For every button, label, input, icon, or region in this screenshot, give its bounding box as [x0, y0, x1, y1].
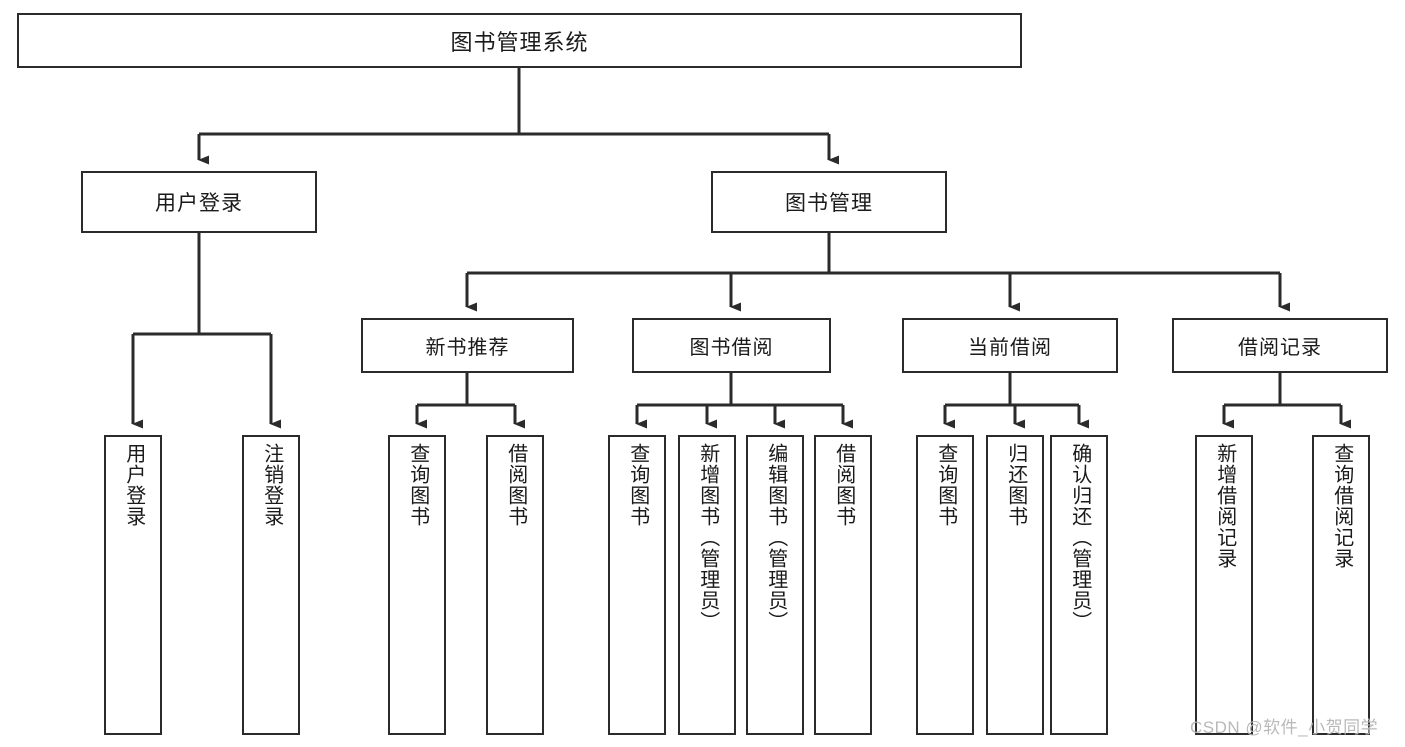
node-current-borrow[interactable]: 当前借阅 — [902, 318, 1118, 373]
node-leaf-query-book-1-label: 查询图书 — [406, 443, 429, 527]
node-root[interactable]: 图书管理系统 — [17, 13, 1022, 68]
node-leaf-user-login[interactable]: 用户登录 — [104, 435, 162, 735]
node-leaf-query-borrow-record-label: 查询借阅记录 — [1330, 443, 1353, 569]
node-leaf-user-login-label: 用户登录 — [122, 443, 145, 527]
node-book-borrow[interactable]: 图书借阅 — [632, 318, 831, 373]
node-user-login-label: 用户登录 — [155, 192, 243, 215]
node-leaf-add-book-admin-label: 新增图书（管理员） — [696, 443, 719, 632]
node-current-borrow-label: 当前借阅 — [968, 337, 1052, 359]
node-book-management-label: 图书管理 — [785, 192, 873, 215]
node-user-login[interactable]: 用户登录 — [81, 171, 317, 233]
node-leaf-borrow-book-2-label: 借阅图书 — [832, 443, 855, 527]
node-leaf-return-book[interactable]: 归还图书 — [986, 435, 1044, 735]
node-leaf-confirm-return-admin-label: 确认归还（管理员） — [1068, 443, 1091, 632]
node-leaf-logout-login[interactable]: 注销登录 — [242, 435, 300, 735]
node-leaf-query-book-3[interactable]: 查询图书 — [916, 435, 974, 735]
node-leaf-add-borrow-record[interactable]: 新增借阅记录 — [1195, 435, 1253, 735]
node-leaf-borrow-book-1[interactable]: 借阅图书 — [486, 435, 544, 735]
node-leaf-return-book-label: 归还图书 — [1004, 443, 1027, 527]
node-leaf-borrow-book-2[interactable]: 借阅图书 — [814, 435, 872, 735]
node-book-management[interactable]: 图书管理 — [711, 171, 947, 233]
node-leaf-query-borrow-record[interactable]: 查询借阅记录 — [1312, 435, 1370, 735]
node-book-borrow-label: 图书借阅 — [689, 337, 774, 359]
watermark-credit: CSDN @软件_小贺同学 — [1190, 718, 1379, 737]
node-borrow-record-label: 借阅记录 — [1238, 337, 1322, 359]
node-leaf-query-book-1[interactable]: 查询图书 — [388, 435, 446, 735]
node-leaf-query-book-3-label: 查询图书 — [934, 443, 957, 527]
node-leaf-confirm-return-admin[interactable]: 确认归还（管理员） — [1050, 435, 1108, 735]
node-leaf-add-borrow-record-label: 新增借阅记录 — [1213, 443, 1236, 569]
node-new-book-recommend[interactable]: 新书推荐 — [361, 318, 574, 373]
node-leaf-logout-login-label: 注销登录 — [260, 443, 283, 527]
node-leaf-add-book-admin[interactable]: 新增图书（管理员） — [678, 435, 736, 735]
node-leaf-edit-book-admin[interactable]: 编辑图书（管理员） — [746, 435, 804, 735]
node-leaf-query-book-2-label: 查询图书 — [626, 443, 649, 527]
node-leaf-query-book-2[interactable]: 查询图书 — [608, 435, 666, 735]
node-leaf-borrow-book-1-label: 借阅图书 — [504, 443, 527, 527]
node-leaf-edit-book-admin-label: 编辑图书（管理员） — [764, 443, 787, 632]
node-new-book-recommend-label: 新书推荐 — [425, 337, 510, 359]
node-root-label: 图书管理系统 — [450, 29, 589, 55]
node-borrow-record[interactable]: 借阅记录 — [1172, 318, 1388, 373]
